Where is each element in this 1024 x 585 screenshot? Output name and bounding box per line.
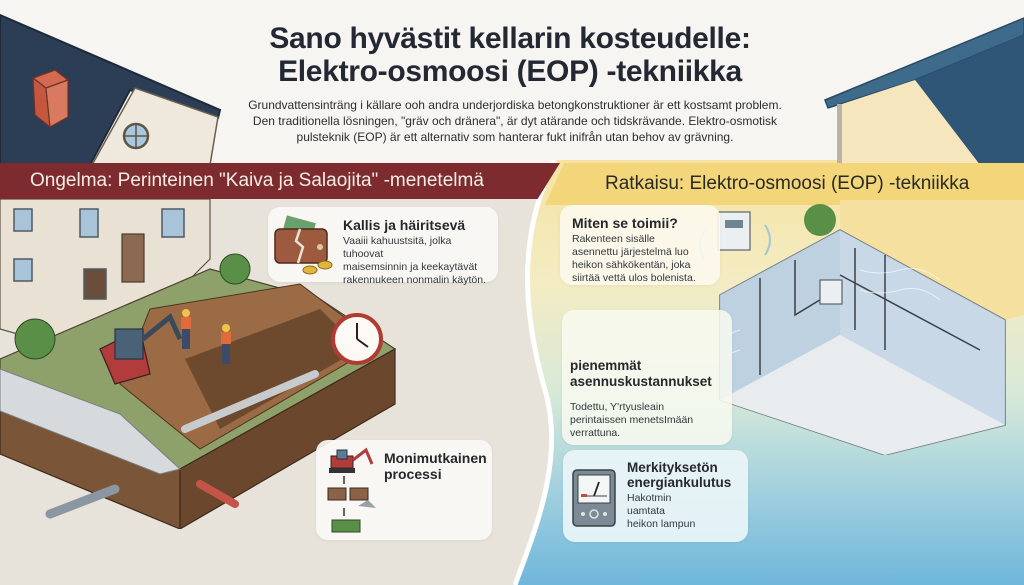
excavation-site-illustration	[0, 199, 397, 529]
card-body-line: heikon sähkökentän, joka	[572, 259, 691, 271]
card-body: Rakenteen sisälle asennettu järjestelmä …	[572, 233, 722, 285]
card-title-line: energiankulutus	[627, 475, 732, 490]
problem-card-costly: Kallis ja häiritsevä Vaaiii kahuustsitä,…	[268, 207, 498, 286]
card-title: Kallis ja häiritsevä	[343, 217, 466, 233]
card-title: pienemmät asennuskustannukset	[570, 358, 712, 390]
card-body: Hakotmin uamtata heikon lampun	[627, 492, 695, 531]
card-body-line: maisemsinnin ja keekaytävät	[343, 261, 478, 273]
card-body: Todettu, Y'rtyusleain perintaissen menet…	[570, 401, 730, 440]
card-body-line: Hakotmin	[627, 492, 672, 504]
card-body-line: asennettu järjestelmä luo	[572, 246, 689, 258]
panel-divider	[512, 160, 558, 585]
problem-card-complex-process: Monimutkainen processi	[316, 440, 492, 540]
problem-section-banner: Ongelma: Perinteinen "Kaiva ja Salaojita…	[0, 163, 560, 199]
controller-box-icon	[717, 211, 751, 251]
card-body-line: siirtää vettä ulos bolenista.	[572, 272, 696, 284]
card-body-line: rakennukeen nonmalin käytön.	[343, 274, 487, 286]
eop-basement-illustration	[699, 200, 1024, 455]
card-body: Vaaiii kahuustsitä, jolka tuhoovat maise…	[343, 235, 493, 287]
solution-card-energy: Merkityksetön energiankulutus Hakotmin u…	[563, 450, 748, 542]
broken-wallet-icon	[274, 215, 333, 275]
intro-line-2: Den traditionella lösningen, "gräv och d…	[252, 114, 778, 128]
clock-icon	[331, 313, 383, 365]
intro-paragraph: Grundvattensinträng i källare ooh andra …	[225, 97, 805, 145]
title-line-1: Sano hyvästit kellarin kosteudelle:	[269, 22, 751, 55]
traditional-house-illustration	[0, 13, 222, 165]
intro-line-3: pulsteknik (EOP) är ett alternativ som h…	[296, 130, 734, 144]
card-body-line: Rakenteen sisälle	[572, 233, 655, 245]
card-body-line: Todettu, Y'rtyusleain	[570, 401, 665, 413]
solution-section-banner: Ratkaisu: Elektro-osmoosi (EOP) -tekniik…	[545, 163, 1024, 205]
card-title: Merkityksetön energiankulutus	[627, 460, 731, 490]
title-line-2: Elektro-osmoosi (EOP) -tekniikka	[278, 55, 742, 88]
page-title: Sano hyvästit kellarin kosteudelle: Elek…	[230, 22, 790, 88]
solution-card-lower-cost: pienemmät asennuskustannukset Todettu, Y…	[562, 310, 732, 445]
card-body-line: uamtata	[627, 505, 665, 517]
chimney-icon	[31, 69, 70, 129]
intro-line-1: Grundvattensinträng i källare ooh andra …	[248, 98, 782, 112]
solution-card-how-it-works: Miten se toimii? Rakenteen sisälle asenn…	[560, 205, 720, 285]
card-title-line: asennuskustannukset	[570, 374, 712, 389]
card-body-line: verrattuna.	[570, 427, 621, 439]
card-body-line: perintaissen menetsImään	[570, 414, 694, 426]
card-body-line: heikon lampun	[627, 518, 696, 530]
meter-gauge-icon	[572, 469, 616, 527]
card-title-line: Monimutkainen	[384, 450, 487, 466]
card-title: Miten se toimii?	[572, 215, 678, 231]
card-body-line: Vaaiii kahuustsitä, jolka tuhoovat	[343, 235, 452, 260]
card-title-line: processi	[384, 466, 442, 482]
excavation-process-icon	[327, 447, 376, 533]
eop-house-illustration	[824, 17, 1024, 165]
card-title-line: pienemmät	[570, 358, 642, 373]
card-title-line: Merkityksetön	[627, 460, 718, 475]
card-title: Monimutkainen processi	[384, 450, 489, 482]
